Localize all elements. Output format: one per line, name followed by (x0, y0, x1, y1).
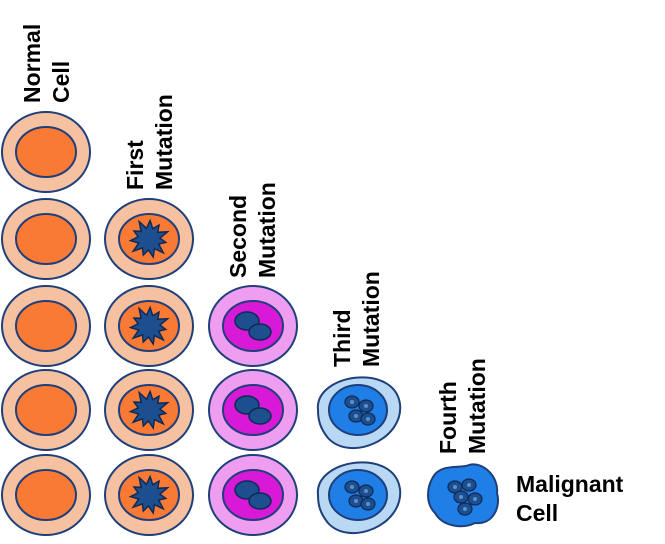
first-mutation-cell (104, 454, 194, 536)
second-mutation-label-line-2: Mutation (254, 182, 280, 278)
normal-cell (1, 454, 91, 536)
malignant-cell-label: Malignant Cell (516, 470, 623, 528)
first-mutation-cell (104, 369, 194, 451)
first-mutation-label-line-1: First (122, 140, 148, 190)
first-mutation-cell (104, 198, 194, 280)
second-mutation-label-line-1: Second (225, 194, 251, 278)
normal-cell (1, 285, 91, 367)
malignant-cell-label-line-2: Cell (516, 500, 559, 526)
first-mutation-label-line-2: Mutation (151, 94, 177, 190)
fourth-mutation-cell (427, 463, 499, 528)
third-mutation-label-line-1: Third (329, 309, 355, 368)
normal-cell (1, 369, 91, 451)
malignant-cell-label-line-1: Malignant (516, 471, 624, 497)
second-mutation-cell (208, 454, 298, 536)
second-mutation-cell (208, 285, 298, 367)
normal-cell-label-line-1: Normal (19, 23, 45, 103)
fourth-mutation-label-line-1: Fourth (435, 381, 461, 454)
second-mutation-cell (208, 369, 298, 451)
third-mutation-cell (316, 461, 402, 534)
first-mutation-cell (104, 285, 194, 367)
normal-cell-label-line-2: Cell (48, 60, 74, 103)
third-mutation-cell (316, 376, 402, 449)
normal-cell (1, 198, 91, 280)
normal-cell (1, 111, 91, 193)
fourth-mutation-label-line-2: Mutation (464, 358, 490, 454)
third-mutation-label-line-2: Mutation (358, 271, 384, 367)
